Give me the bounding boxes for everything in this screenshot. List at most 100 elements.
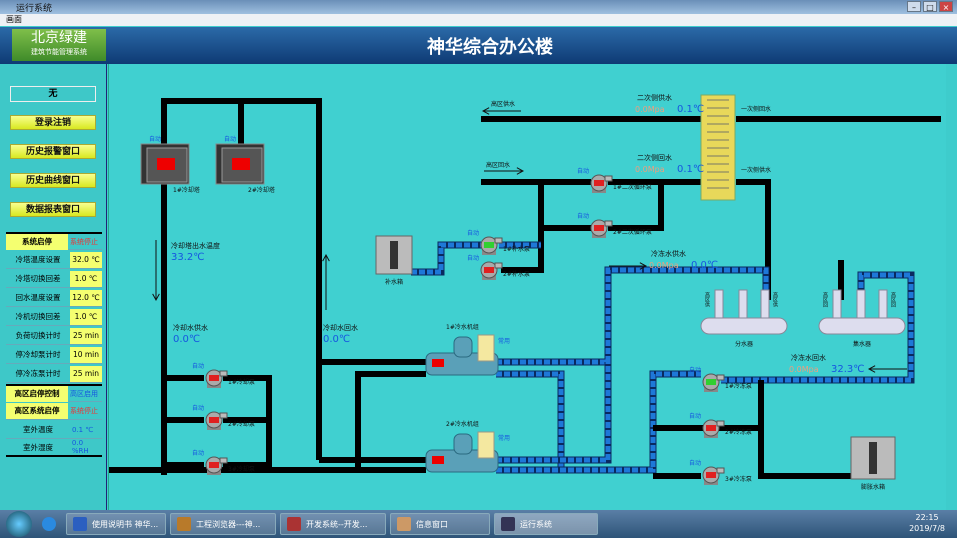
manifold-label: 分水器 xyxy=(735,340,753,348)
menu-bar: 画面 xyxy=(0,14,957,26)
pipe xyxy=(223,375,272,470)
chiller-label: 2#冷水机组 xyxy=(446,420,479,428)
pump-icon[interactable] xyxy=(205,411,228,430)
pump-icon[interactable] xyxy=(590,174,613,193)
trend-history-button[interactable]: 历史曲线窗口 xyxy=(10,173,96,188)
auto-mode-label: 自动 xyxy=(467,254,479,262)
pipe-label: 高区供 xyxy=(772,291,778,308)
high-zone-ctrl-button[interactable]: 高区启停控制 xyxy=(6,385,68,402)
system-start-stop-row: 系统启停系统停止 xyxy=(6,232,102,250)
param-value[interactable]: 32.0 ℃ xyxy=(70,251,102,268)
pipe-label: 高区回 xyxy=(822,291,828,308)
tank-label: 补水箱 xyxy=(385,278,403,286)
arrow-head-icon xyxy=(322,253,330,262)
pump-icon[interactable] xyxy=(480,261,503,280)
task-label: 信息窗口 xyxy=(416,519,448,529)
diagram-svg: 自动1#冷却塔自动2#冷却塔自动1#冷却泵自动2#冷却泵自动3#冷却泵1#冷水机… xyxy=(101,93,941,491)
high-zone-sys-button[interactable]: 高区系统启停 xyxy=(6,402,68,419)
reading-label: 冷冻水供水 xyxy=(651,249,686,258)
temperature-value: 0.0℃ xyxy=(173,334,200,345)
pump-label: 2#冷却泵 xyxy=(228,420,255,428)
pump-label: 2#二次循环泵 xyxy=(613,228,652,236)
task-label: 开发系统--开发... xyxy=(306,519,368,529)
maximize-button[interactable]: □ xyxy=(923,1,937,12)
pipe xyxy=(501,182,544,273)
param-label: 冷塔温度设置 xyxy=(15,255,61,264)
temperature-value: 0.1℃ xyxy=(677,104,704,115)
window-title: 运行系统 xyxy=(16,3,53,14)
auto-mode-label: 自动 xyxy=(689,412,701,420)
alarm-history-button[interactable]: 历史报警窗口 xyxy=(10,144,96,159)
task-info[interactable]: 信息窗口 xyxy=(390,513,490,535)
reading-label: 冷却塔出水温度 xyxy=(171,241,220,250)
pump-status-indicator xyxy=(706,379,716,385)
param-row: 负荷切换计时 25 min xyxy=(6,327,102,345)
task-runtime[interactable]: 运行系统 xyxy=(494,513,598,535)
temperature-value: 0.0℃ xyxy=(323,334,350,345)
temperature-value: 33.2℃ xyxy=(171,252,205,263)
task-dev[interactable]: 开发系统--开发... xyxy=(280,513,386,535)
login-button[interactable]: 登录注销 xyxy=(10,115,96,130)
auto-mode-label: 自动 xyxy=(224,135,236,143)
ie-icon[interactable] xyxy=(36,513,62,535)
temperature-value: 0.1℃ xyxy=(677,164,704,175)
close-button[interactable]: × xyxy=(939,1,953,12)
chilled-pipe-segment xyxy=(411,242,481,275)
system-start-stop-button[interactable]: 系统启停 xyxy=(6,233,68,250)
pump-icon[interactable] xyxy=(590,219,613,238)
start-button[interactable] xyxy=(6,511,32,537)
normal-mode-label: 常用 xyxy=(498,337,510,345)
primary-return-label: 一次侧回水 xyxy=(741,105,771,113)
high-zone-ctrl-status: 高区启用 xyxy=(70,389,98,398)
task-explorer[interactable]: 工程浏览器---神... xyxy=(170,513,276,535)
param-value[interactable]: 25 min xyxy=(70,365,102,382)
pipe-label: 高区回 xyxy=(890,291,896,308)
menu-screen[interactable]: 画面 xyxy=(6,15,22,24)
param-label: 负荷切换计时 xyxy=(15,331,61,340)
logo-main: 北京绿建 xyxy=(31,30,87,46)
task-manual[interactable]: 使用说明书 神华... xyxy=(66,513,166,535)
outdoor-temp-value: 0.1 ℃ xyxy=(72,425,94,434)
param-value[interactable]: 1.0 ℃ xyxy=(70,270,102,287)
pump-label: 1#冷冻泵 xyxy=(725,382,752,390)
pump-icon[interactable] xyxy=(702,466,725,485)
tank-icon xyxy=(375,235,413,275)
auto-mode-label: 自动 xyxy=(192,362,204,370)
cooling-tower-icon[interactable] xyxy=(140,143,190,185)
cooling-tower-icon[interactable] xyxy=(215,143,265,185)
pump-icon[interactable] xyxy=(702,373,725,392)
temperature-value: 32.3℃ xyxy=(831,364,865,375)
report-button[interactable]: 数据报表窗口 xyxy=(10,202,96,217)
auto-mode-label: 自动 xyxy=(149,135,161,143)
param-label: 冷塔切换回差 xyxy=(15,274,61,283)
pump-label: 1#冷却泵 xyxy=(228,378,255,386)
param-row: 冷塔切换回差 1.0 ℃ xyxy=(6,270,102,288)
pump-icon[interactable] xyxy=(480,236,503,255)
app-icon xyxy=(177,517,191,531)
high-zone-sys-row: 高区系统启停系统停止 xyxy=(6,402,102,420)
chiller-icon[interactable] xyxy=(425,334,499,376)
chiller-icon[interactable] xyxy=(425,431,499,473)
param-value[interactable]: 10 min xyxy=(70,346,102,363)
pump-icon[interactable] xyxy=(205,456,228,475)
param-value[interactable]: 12.0 ℃ xyxy=(70,289,102,306)
pump-icon[interactable] xyxy=(702,419,725,438)
param-label: 停冷却泵计时 xyxy=(15,350,61,359)
param-value[interactable]: 25 min xyxy=(70,327,102,344)
param-value[interactable]: 1.0 ℃ xyxy=(70,308,102,325)
minimize-button[interactable]: – xyxy=(907,1,921,12)
manifold-icon xyxy=(700,289,788,335)
temperature-value: 0.0℃ xyxy=(691,260,718,271)
reading-label: 冷却水回水 xyxy=(323,323,358,332)
left-panel: 无 登录注销 历史报警窗口 历史曲线窗口 数据报表窗口 系统启停系统停止 冷塔温… xyxy=(0,64,107,510)
chiller-label: 1#冷水机组 xyxy=(446,323,479,331)
param-row: 冷塔温度设置 32.0 ℃ xyxy=(6,251,102,269)
pump-icon[interactable] xyxy=(205,369,228,388)
pump-status-indicator xyxy=(706,425,716,431)
tower-label: 2#冷却塔 xyxy=(248,186,275,194)
arrow-head-icon xyxy=(152,293,160,302)
outdoor-temp-label: 室外温度 xyxy=(23,425,53,434)
